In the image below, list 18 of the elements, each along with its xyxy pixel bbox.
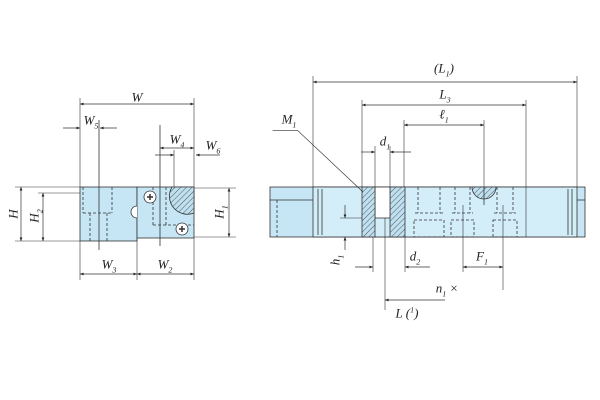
part-label: M$_{1}$ — [282, 112, 296, 130]
dimension-label: W$_{3}$ — [102, 258, 116, 274]
dimension-label: n$_{1}$ × — [436, 282, 458, 298]
dimension-label: (L$_{1}$) — [434, 62, 454, 78]
dimension-label: W$_{6}$ — [206, 138, 220, 156]
dimension-label: L$_{3}$ — [439, 88, 451, 104]
dimension-label: W$_{2}$ — [158, 258, 172, 274]
dimension-label: L ($^{1}$) — [396, 306, 418, 320]
dimension-label: W$_{4}$ — [170, 132, 184, 150]
dimension-label: F$_{1}$ — [476, 250, 488, 266]
dimension-label: W — [132, 90, 142, 104]
dimension-label: d$_{1}$ — [380, 134, 390, 152]
hatched-section — [362, 186, 376, 238]
dimension-label: d$_{2}$ — [410, 250, 420, 266]
leader-line — [272, 130, 364, 192]
dimension-label: W$_{5}$ — [84, 114, 98, 130]
dimension-label: H — [6, 209, 20, 219]
dimension-label: ℓ$_{1}$ — [439, 108, 449, 124]
